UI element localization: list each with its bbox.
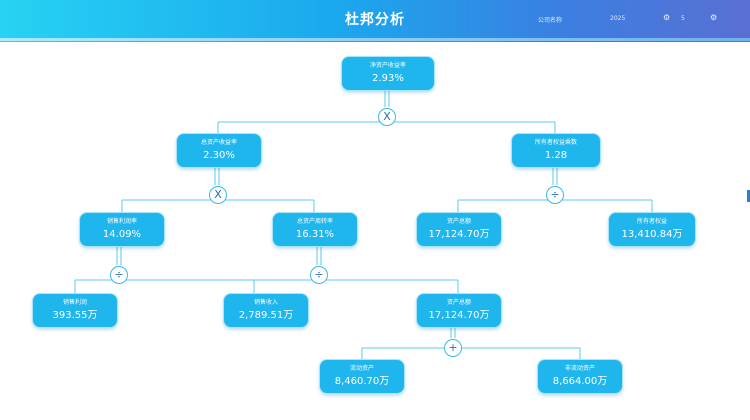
node-value: 1.28 (544, 150, 568, 161)
node-value: 8,664.00万 (552, 376, 608, 387)
divide-operator: ÷ (110, 266, 128, 284)
node-label: 资产总额 (446, 218, 471, 225)
node-net-margin[interactable]: 销售利润率 14.09% (80, 213, 164, 246)
node-value: 2.93% (372, 73, 404, 84)
node-net-profit[interactable]: 销售利润 393.55万 (33, 294, 117, 327)
year-selector[interactable]: 2025 (610, 15, 626, 22)
multiply-operator: X (209, 186, 227, 204)
node-label: 总资产收益率 (200, 139, 237, 146)
node-current-assets[interactable]: 流动资产 8,460.70万 (320, 360, 404, 393)
node-label: 所有者权益 (636, 218, 667, 225)
node-label: 非流动资产 (564, 365, 595, 372)
node-label: 净资产收益率 (369, 62, 406, 69)
node-value: 2,789.51万 (238, 310, 294, 321)
plus-operator: + (444, 339, 462, 357)
node-label: 总资产周转率 (296, 218, 333, 225)
node-asset-turnover[interactable]: 总资产周转率 16.31% (273, 213, 357, 246)
node-total-assets-detail[interactable]: 资产总额 17,124.70万 (417, 294, 501, 327)
gear-icon[interactable]: ⚙ (663, 13, 671, 22)
node-label: 所有者权益乘数 (534, 139, 577, 146)
node-label: 销售利润 (62, 299, 87, 306)
multiply-operator: X (378, 108, 396, 126)
node-value: 2.30% (203, 150, 235, 161)
node-value: 393.55万 (52, 310, 98, 321)
node-value: 17,124.70万 (428, 229, 490, 240)
divide-operator: ÷ (546, 186, 564, 204)
node-value: 16.31% (295, 229, 335, 240)
node-value: 8,460.70万 (334, 376, 390, 387)
company-selector[interactable]: 公司名称 (538, 17, 563, 24)
node-label: 资产总额 (446, 299, 471, 306)
node-total-assets[interactable]: 资产总额 17,124.70万 (417, 213, 501, 246)
node-value: 13,410.84万 (621, 229, 683, 240)
divide-operator: ÷ (310, 266, 328, 284)
node-label: 销售收入 (253, 299, 278, 306)
node-roa[interactable]: 总资产收益率 2.30% (177, 134, 261, 167)
node-value: 14.09% (102, 229, 142, 240)
header-underline (0, 38, 750, 41)
node-sales-revenue[interactable]: 销售收入 2,789.51万 (224, 294, 308, 327)
node-roe[interactable]: 净资产收益率 2.93% (342, 57, 434, 90)
header-bar (0, 0, 750, 42)
page-title: 杜邦分析 (345, 12, 405, 28)
node-label: 销售利润率 (106, 218, 137, 225)
settings-icon[interactable]: ⚙ (710, 13, 718, 22)
node-label: 流动资产 (349, 365, 374, 372)
node-owner-equity[interactable]: 所有者权益 13,410.84万 (609, 213, 695, 246)
node-equity-multiplier[interactable]: 所有者权益乘数 1.28 (512, 134, 600, 167)
node-value: 17,124.70万 (428, 310, 490, 321)
side-handle[interactable] (747, 190, 750, 202)
header-number: 5 (681, 15, 685, 22)
node-noncurrent-assets[interactable]: 非流动资产 8,664.00万 (538, 360, 622, 393)
